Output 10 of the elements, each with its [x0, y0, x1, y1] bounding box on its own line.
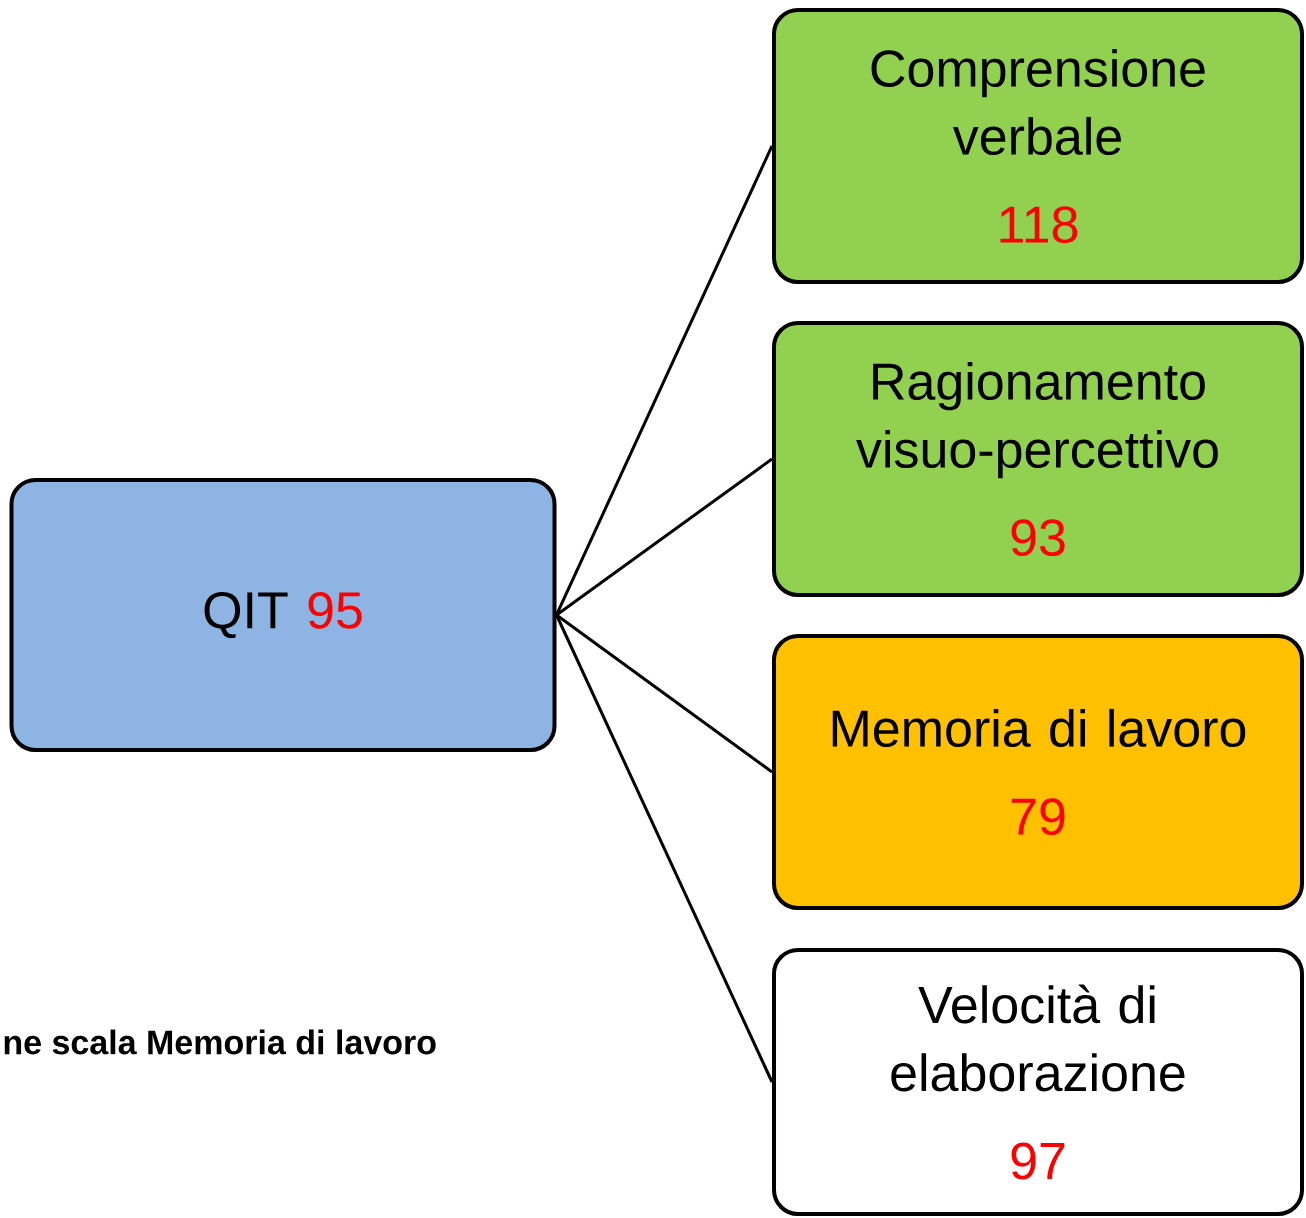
connector-line — [555, 145, 774, 616]
connector-line — [555, 613, 773, 774]
score-box: Memoria di lavoro 79 — [772, 634, 1304, 910]
connector-line — [555, 457, 773, 617]
connector-line — [555, 614, 774, 1083]
caption-text: ne scala Memoria di lavoro — [4, 1029, 436, 1055]
score-box: Comprensione verbale 118 — [772, 8, 1304, 284]
score-box: Velocità di elaborazione 97 — [772, 948, 1304, 1216]
score-box: Ragionamento visuo-percettivo 93 — [772, 321, 1304, 597]
score-box: QIT 95 — [9, 478, 557, 752]
